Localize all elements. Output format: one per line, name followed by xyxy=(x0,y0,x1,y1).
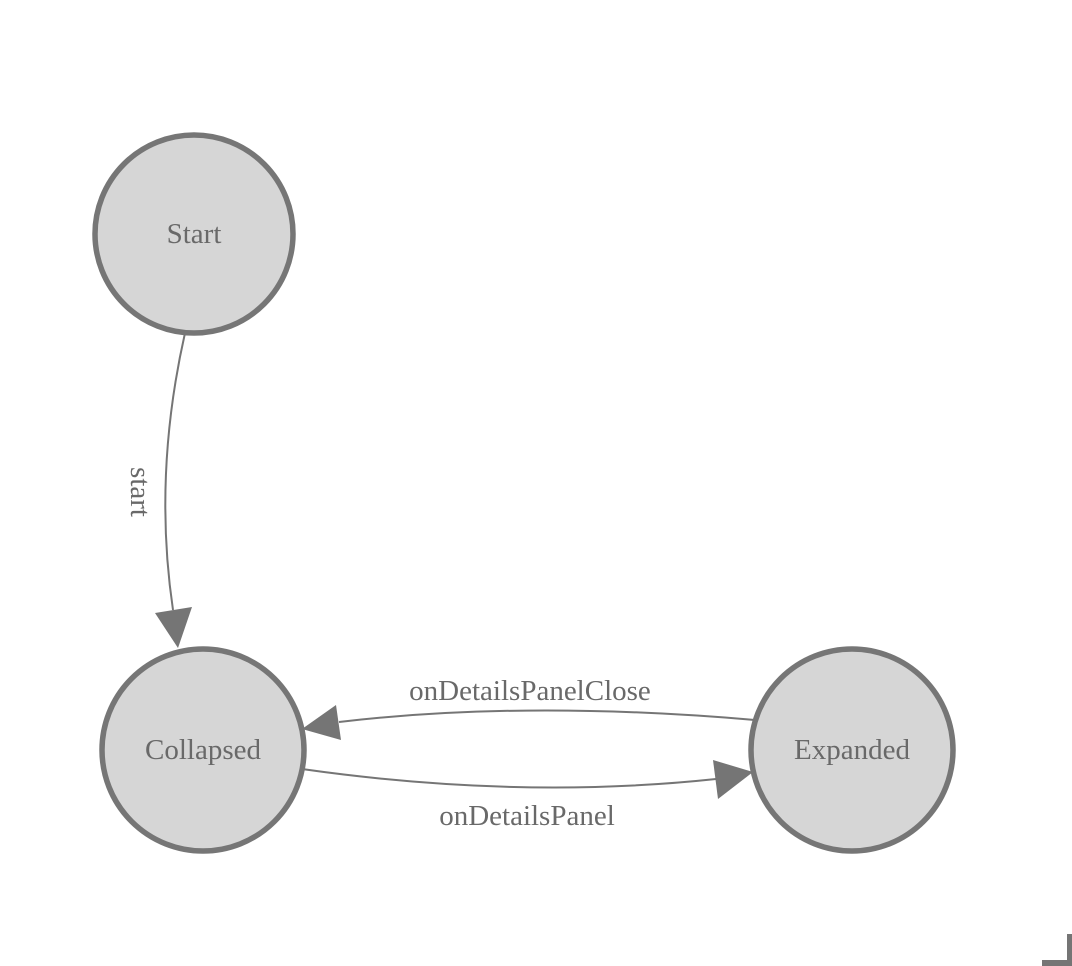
node-expanded-label: Expanded xyxy=(794,734,910,766)
node-collapsed-circle[interactable] xyxy=(99,646,307,854)
arrowhead-into-collapsed-right xyxy=(302,705,341,740)
node-expanded[interactable]: Expanded xyxy=(748,646,956,854)
edge-label-ondetailspanelclose: onDetailsPanelClose xyxy=(409,675,651,707)
edge-collapsed-to-expanded: onDetailsPanel xyxy=(301,760,753,832)
resize-corner-vertical-bar xyxy=(1067,934,1072,961)
edge-label-ondetailspanel: onDetailsPanel xyxy=(439,800,615,832)
edge-label-start: start xyxy=(124,467,156,517)
node-start[interactable]: Start xyxy=(92,132,296,336)
node-start-label: Start xyxy=(167,218,222,250)
edge-ondetailspanel-line xyxy=(301,768,717,789)
node-start-circle[interactable] xyxy=(92,132,296,336)
resize-corner-horizontal-bar xyxy=(1042,960,1072,966)
edge-expanded-to-collapsed: onDetailsPanelClose xyxy=(302,675,756,740)
edge-start-line xyxy=(164,332,186,611)
edge-ondetailspanelclose-line xyxy=(338,709,756,723)
edge-start-to-collapsed: start xyxy=(124,332,192,648)
arrowhead-into-collapsed-top xyxy=(155,607,192,648)
node-collapsed-label: Collapsed xyxy=(145,734,261,766)
node-collapsed[interactable]: Collapsed xyxy=(99,646,307,854)
node-expanded-circle[interactable] xyxy=(748,646,956,854)
arrowhead-into-expanded-left xyxy=(713,760,753,799)
resize-corner-handle[interactable] xyxy=(1042,934,1072,966)
